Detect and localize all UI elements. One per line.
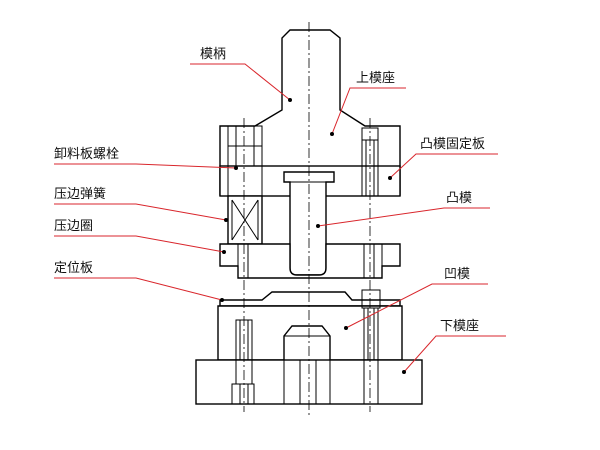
lower-left-bolt: [231, 383, 255, 405]
leader-fixing-plate: [389, 153, 498, 179]
label-lower-die-base: 下模座: [440, 319, 479, 334]
label-die: 凹模: [444, 267, 470, 282]
leader-die: [345, 283, 488, 329]
label-stripper-bolt: 卸料板螺栓: [54, 146, 119, 162]
label-punch-fixing-plate: 凸模固定板: [420, 137, 485, 152]
leader-handle: [190, 63, 291, 101]
locating-plate: [219, 291, 401, 307]
label-blank-holder-spring: 压边弹簧: [54, 186, 106, 202]
leader-spring: [54, 203, 227, 221]
label-blank-holder-ring: 压边圈: [54, 219, 93, 234]
leader-lower-base: [403, 335, 506, 373]
label-handle: 模柄: [200, 47, 226, 62]
leader-ring: [54, 235, 225, 253]
leader-punch: [317, 207, 490, 227]
leader-stripper-bolt: [54, 163, 237, 169]
label-locating-plate: 定位板: [54, 261, 93, 276]
blank-holder-ring: [219, 243, 401, 279]
label-upper-die-base: 上模座: [356, 71, 395, 86]
leader-locating-plate: [54, 277, 223, 301]
label-punch: 凸模: [446, 191, 472, 206]
leader-upper-base: [331, 87, 406, 135]
